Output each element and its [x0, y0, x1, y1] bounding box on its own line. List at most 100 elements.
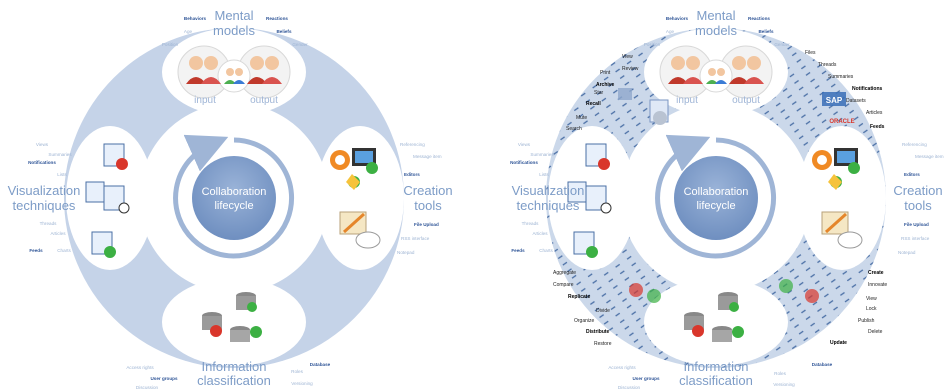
arc-share: share — [799, 185, 810, 210]
arc-output: output — [250, 95, 278, 106]
sector-title-top: Mental — [696, 8, 735, 23]
action-divide: Divide — [596, 308, 610, 314]
word-database: Database — [812, 362, 833, 367]
word-referencing: Referencing — [400, 142, 425, 147]
creation-tools-icons — [812, 148, 863, 249]
word-user-groups: User groups — [150, 376, 178, 381]
left-diagram: Collaboration lifecycle input output enr… — [8, 8, 453, 390]
word-threads: Threads — [40, 221, 58, 226]
action-feeds: Feeds — [870, 124, 885, 130]
word-age: Age — [184, 29, 193, 34]
word-discussion: Discussion — [618, 385, 641, 390]
arc-output: output — [732, 95, 760, 106]
sap-logo — [822, 92, 846, 106]
word-versioning: Versioning — [291, 381, 313, 386]
word-access-rights: Access rights — [608, 365, 636, 370]
word-charts: Charts — [57, 248, 71, 253]
word-message-item: Message item — [413, 154, 442, 159]
sector-title-left-2: techniques — [13, 198, 76, 213]
word-user-groups: User groups — [632, 376, 660, 381]
word-beliefs: Beliefs — [276, 29, 292, 34]
action-recall: Recall — [586, 101, 601, 107]
word-notifications: Notifications — [28, 160, 56, 165]
action-star: Star — [594, 90, 604, 96]
sector-title-right: Creation — [893, 183, 942, 198]
action-articles: Articles — [866, 110, 883, 116]
word-charts: Charts — [539, 248, 553, 253]
word-lists: Lists — [539, 172, 549, 177]
sector-title-right: Creation — [403, 183, 452, 198]
action-lock: Lock — [866, 306, 877, 312]
action-summaries: Summaries — [828, 74, 854, 80]
word-position: Position — [162, 42, 179, 47]
arc-present: present — [142, 181, 153, 215]
sector-title-right-2: tools — [414, 198, 442, 213]
sector-title-right-2: tools — [904, 198, 932, 213]
oracle-logo-text: ORACLE — [829, 119, 854, 125]
arc-present: present — [624, 181, 635, 215]
word-editors: Editors — [404, 172, 420, 177]
sector-title-bottom-2: classification — [197, 373, 271, 388]
creation-tools-bubble — [316, 126, 404, 270]
creation-tools-icons — [330, 148, 381, 249]
action-innovate: Innovate — [868, 282, 887, 288]
sap-logo-text: SAP — [826, 96, 843, 105]
database-icons — [684, 292, 744, 342]
word-database: Database — [310, 362, 331, 367]
ring-overlay-icons — [618, 88, 846, 303]
word-feeds: Feeds — [29, 248, 43, 253]
action-aggregate: Aggregate — [553, 270, 576, 276]
word-summaries: Summaries — [530, 152, 554, 157]
visualization-icons — [567, 143, 612, 258]
word-access-rights: Access rights — [126, 365, 154, 370]
word-position: Position — [644, 42, 661, 47]
action-notifications: Notifications — [852, 86, 882, 92]
action-organize: Organize — [574, 318, 595, 324]
action-update: Update — [830, 340, 847, 346]
hub-circle — [192, 156, 276, 240]
word-gender: Gender — [292, 42, 308, 47]
action-view: View — [622, 54, 633, 60]
word-reactions: Reactions — [748, 16, 770, 21]
word-file-upload: File Upload — [414, 222, 439, 227]
sector-title-top-2: models — [695, 23, 737, 38]
action-replicate: Replicate — [568, 294, 590, 300]
word-feeds: Feeds — [511, 248, 525, 253]
sector-title-bottom: Information — [201, 359, 266, 374]
word-lists: Lists — [57, 172, 67, 177]
action-archive: Archive — [596, 82, 615, 88]
sector-title-top-2: models — [213, 23, 255, 38]
arc-enrich: enrich — [702, 111, 729, 122]
word-referencing: Referencing — [902, 142, 927, 147]
action-delete: Delete — [868, 329, 883, 335]
arc-enrich: enrich — [220, 111, 247, 122]
word-articles: Articles — [532, 231, 548, 236]
creation-tools-bubble — [798, 126, 886, 270]
information-bubble — [644, 278, 788, 366]
word-message-item: Message item — [915, 154, 944, 159]
action-review: Review — [622, 66, 639, 72]
sector-title-left: Visualization — [512, 183, 585, 198]
arc-input: input — [676, 95, 698, 106]
word-notepad: Notepad — [397, 250, 415, 255]
sector-title-left: Visualization — [8, 183, 81, 198]
hub-label-line1: Collaboration — [202, 186, 267, 198]
database-icons — [202, 292, 262, 342]
arc-collate: collate — [220, 278, 249, 289]
word-reactions: Reactions — [266, 16, 288, 21]
word-editors: Editors — [904, 172, 920, 177]
word-behaviors: Behaviors — [184, 16, 207, 21]
action-threads: Threads — [818, 62, 837, 68]
action-datasets: Datasets — [846, 98, 866, 104]
people-icon — [659, 45, 773, 99]
sector-title-bottom: Information — [683, 359, 748, 374]
action-view-bottom: View — [866, 296, 877, 302]
arc-input: input — [194, 95, 216, 106]
word-behaviors: Behaviors — [666, 16, 689, 21]
action-files: Files — [805, 50, 816, 56]
hub-label-line2: lifecycle — [214, 200, 253, 212]
action-mute: Mute — [576, 115, 587, 121]
information-bubble — [162, 278, 306, 366]
visualization-icons — [85, 143, 130, 258]
